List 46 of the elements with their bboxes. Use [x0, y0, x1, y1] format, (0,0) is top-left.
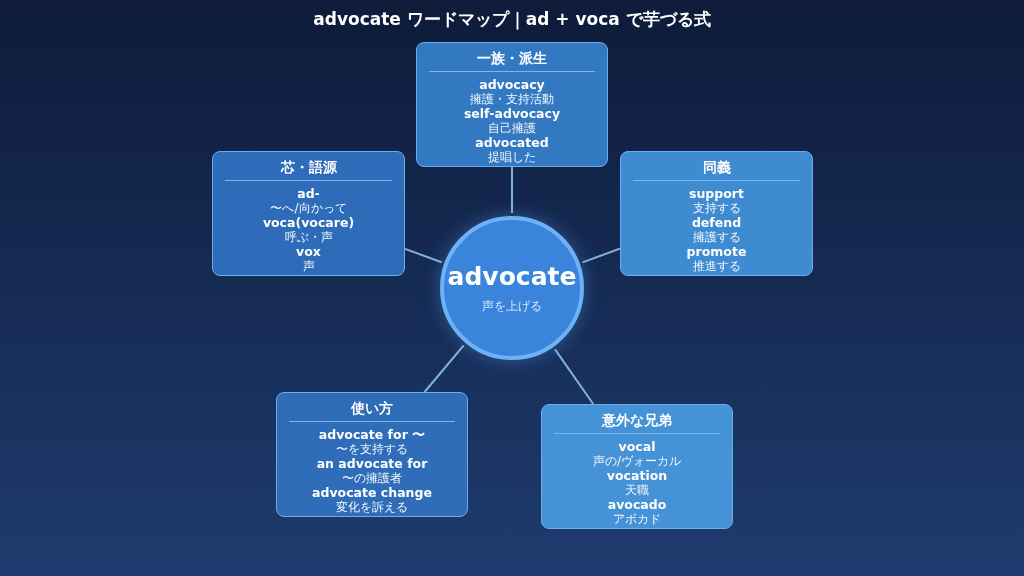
word-meaning: 擁護・支持活動 [470, 92, 554, 106]
word: ad- [297, 186, 320, 201]
connector-line [554, 348, 595, 405]
word-meaning: 推進する [692, 259, 741, 273]
word: advocated [475, 135, 549, 150]
word: vocal [618, 439, 656, 454]
word: self-advocacy [463, 106, 561, 121]
word-meaning: 声 [302, 259, 315, 273]
card-heading: 一族・派生 [477, 49, 547, 68]
word: support [689, 186, 744, 201]
word-meaning: 〜へ/向かって [270, 201, 347, 215]
word-meaning: 〜の擁護者 [342, 471, 402, 485]
card-heading: 使い方 [351, 399, 393, 418]
meaning: 声を上げる [482, 297, 542, 315]
word: vocation [606, 468, 668, 483]
category-card [416, 42, 608, 167]
connector-line [423, 344, 465, 393]
word: voca(vocare) [262, 215, 355, 230]
category-card [620, 151, 813, 276]
word: advocate change [312, 485, 432, 500]
word: avocado [607, 497, 667, 512]
card-heading: 意外な兄弟 [602, 411, 672, 430]
card-heading: 芯・語源 [280, 158, 337, 177]
headword: advocate [447, 261, 577, 293]
category-card [212, 151, 405, 276]
word-meaning: 自己擁護 [488, 121, 536, 135]
word: promote [686, 244, 747, 259]
word-meaning: 提唱した [488, 150, 536, 164]
word-meaning: 〜を支持する [336, 442, 408, 456]
word: advocate for 〜 [318, 427, 426, 442]
word-meaning: 変化を訴える [336, 500, 408, 514]
connector-line [511, 166, 513, 214]
word: vox [296, 244, 321, 259]
category-card [541, 404, 733, 529]
word-meaning: アボカド [613, 512, 661, 526]
word-meaning: 擁護する [692, 230, 741, 244]
card-heading: 同義 [702, 158, 731, 177]
word-meaning: 声の/ヴォーカル [592, 454, 681, 468]
word-meaning: 呼ぶ・声 [284, 230, 333, 244]
word-meaning: 支持する [692, 201, 741, 215]
word-meaning: 天職 [625, 483, 649, 497]
category-card [276, 392, 468, 517]
word: defend [691, 215, 742, 230]
title: advocate ワードマップ｜ad + voca で芋づる式 [312, 8, 712, 32]
word: an advocate for [316, 456, 428, 471]
word: advocacy [479, 77, 545, 92]
